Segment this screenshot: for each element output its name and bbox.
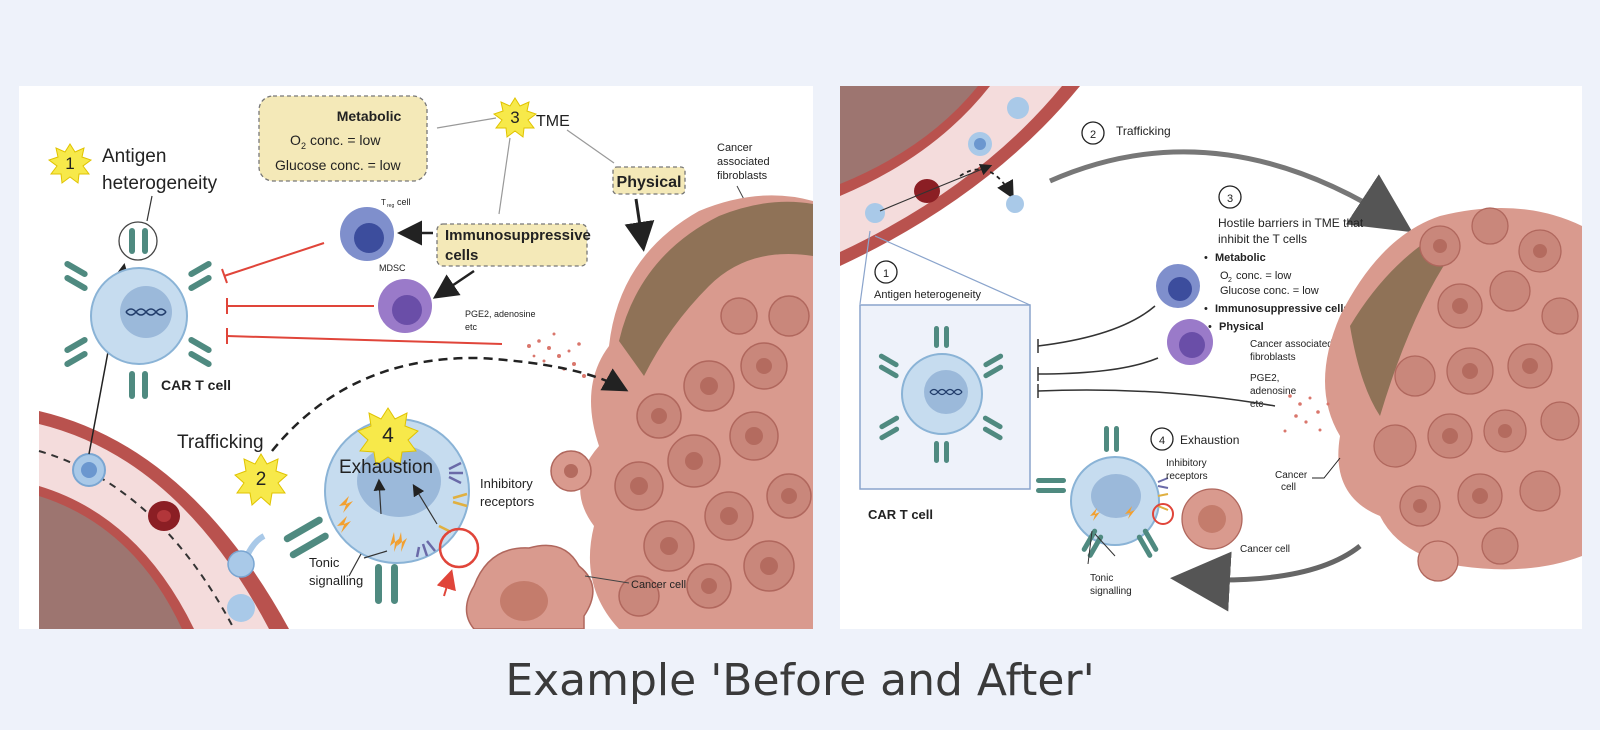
metabolic-glucose: Glucose conc. = low [275, 157, 402, 173]
inhibitory-label-1: Inhibitory [480, 476, 533, 491]
caf-label-1: Cancer [717, 142, 753, 154]
antigen-label-2: heterogeneity [102, 173, 218, 194]
svg-text:2: 2 [1228, 277, 1232, 284]
bullet-metabolic: Metabolic [1215, 252, 1266, 264]
bullet-glucose: Glucose conc. = low [1220, 285, 1319, 297]
physical-label: Physical [617, 174, 682, 191]
caf-label-3: fibroblasts [717, 170, 768, 182]
inhibitory-label-2: receptors [480, 494, 535, 509]
svg-text:•: • [1204, 252, 1208, 264]
bullet-physical: Physical [1219, 321, 1264, 333]
treg-label: cell [397, 197, 411, 207]
exhaustion-badge: 4 [357, 407, 419, 466]
tme-label: TME [536, 113, 570, 130]
caption: Example 'Before and After' [505, 655, 1095, 706]
metabolic-title: Metabolic [337, 108, 402, 124]
treg-cell [1156, 264, 1200, 308]
cancer-cell-label-2: cell [1281, 482, 1296, 493]
tonic-label-1: Tonic [1090, 573, 1113, 584]
cancer-cell [465, 544, 594, 629]
svg-text:2: 2 [301, 141, 306, 151]
bullet-pge2-2: adenosine [1250, 386, 1297, 397]
hostile-line-1: Hostile barriers in TME that [1218, 216, 1364, 230]
antigen-label: Antigen heterogeneity [874, 289, 982, 301]
hostile-number: 3 [1227, 193, 1233, 205]
cancer-cell-label-1: Cancer [1275, 470, 1308, 481]
pge2-label-1: PGE2, adenosine [465, 309, 536, 319]
exhausted-t-cell [283, 418, 470, 604]
mdsc-cell [1167, 319, 1213, 365]
inhibition-lines [221, 242, 503, 345]
blood-vessel [38, 411, 289, 629]
tonic-label-1: Tonic [309, 555, 340, 570]
bullet-caf-1: Cancer associated [1250, 339, 1333, 350]
inhibition-lines [1037, 305, 1276, 407]
tonic-label-2: signalling [309, 573, 363, 588]
inhibitory-label-2: receptors [1166, 471, 1208, 482]
trafficking-label: Trafficking [177, 432, 264, 453]
before-panel: 1 Antigen heterogeneity CAR T cell [19, 86, 813, 629]
tme-number: 3 [510, 108, 519, 127]
blood-vessel [840, 86, 1080, 266]
car-t-cell [878, 326, 1004, 463]
hostile-line-2: inhibit the T cells [1218, 232, 1307, 246]
immuno-line-1: Immunosuppressive [445, 227, 591, 244]
pge2-label-2: etc [465, 322, 478, 332]
svg-text:O: O [1220, 270, 1229, 282]
svg-text:reg: reg [387, 203, 394, 209]
bullet-caf-2: fibroblasts [1250, 352, 1296, 363]
svg-text:O: O [290, 132, 301, 148]
metabolic-box: Metabolic O 2 conc. = low Glucose conc. … [258, 95, 428, 182]
tumor-mass [550, 195, 813, 629]
trafficking-number: 2 [1090, 129, 1096, 141]
immuno-line-2: cells [445, 247, 478, 264]
exhaustion-label: Exhaustion [339, 457, 433, 478]
svg-text:•: • [1208, 321, 1212, 333]
bullet-pge2-1: PGE2, [1250, 373, 1279, 384]
caf-label-2: associated [717, 156, 770, 168]
mdsc-cell [378, 279, 432, 333]
car-t-cell [64, 221, 212, 399]
bullet-o2: conc. = low [1236, 270, 1291, 282]
bullet-pge2-3: etc [1250, 399, 1263, 410]
exhaustion-label: Exhaustion [1180, 433, 1239, 447]
cancer-cell-label: Cancer cell [631, 579, 686, 591]
antigen-badge: 1 [47, 143, 93, 184]
cart-label: CAR T cell [868, 507, 933, 522]
tonic-label-2: signalling [1090, 586, 1132, 597]
trafficking-number: 2 [256, 469, 267, 490]
exhaustion-number: 4 [382, 424, 394, 447]
exhaustion-number: 4 [1159, 435, 1165, 447]
mdsc-label: MDSC [379, 263, 406, 273]
treg-cell [340, 207, 394, 261]
after-panel: 2 Trafficking 3 Hostile barriers in TME … [840, 86, 1582, 629]
inhibitory-label-1: Inhibitory [1166, 458, 1207, 469]
svg-text:T: T [381, 198, 386, 207]
antigen-number: 1 [883, 268, 889, 280]
tme-badge: 3 [492, 97, 538, 138]
trafficking-label: Trafficking [1116, 124, 1171, 138]
trafficking-badge: 2 [234, 453, 288, 506]
cart-label: CAR T cell [161, 377, 231, 393]
tumor-mass [1325, 207, 1582, 582]
cancer-cell-label: Cancer cell [1240, 544, 1290, 555]
antigen-number: 1 [65, 154, 74, 173]
exhausted-t-cell [1036, 426, 1169, 558]
bullet-immuno: Immunosuppressive cells [1215, 303, 1350, 315]
pge2-dots [1283, 394, 1330, 433]
metabolic-o2: conc. = low [310, 132, 381, 148]
cancer-cell [1181, 488, 1243, 550]
svg-text:•: • [1204, 303, 1208, 315]
antigen-label-1: Antigen [102, 146, 166, 167]
